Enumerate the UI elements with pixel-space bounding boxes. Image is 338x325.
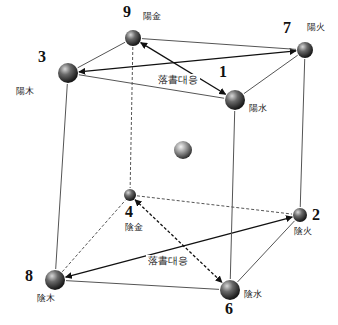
cube-edge [78, 42, 125, 68]
cube-edge [56, 84, 68, 269]
callout-number: 4 [125, 204, 133, 220]
cube-edge [79, 75, 224, 98]
corner-ball: 7陽火 [297, 42, 313, 58]
cube-edge [137, 196, 292, 214]
element-label: 陰火 [294, 227, 312, 237]
corner-ball: 2陰火 [293, 208, 307, 222]
corner-ball: 8陰木 [45, 270, 65, 290]
corner-ball: 6陰水 [220, 280, 240, 300]
callout-number: 2 [312, 207, 320, 223]
element-label: 陰木 [37, 294, 55, 304]
correspondence-arrow [79, 51, 296, 72]
corner-ball: 9陽金 [125, 30, 141, 46]
corner-ball: 4陰金 [124, 189, 136, 201]
cube-edge [238, 221, 295, 282]
correspondence-arrow [135, 200, 222, 283]
cube-edge [300, 59, 304, 207]
callout-number: 9 [123, 4, 131, 20]
face-note: 落書대응 [146, 255, 190, 266]
element-label: 陽水 [249, 104, 267, 114]
cube-edge [130, 47, 133, 188]
element-label: 陽木 [16, 87, 34, 97]
cube-edge [66, 281, 219, 290]
element-label: 陽金 [143, 12, 161, 22]
callout-number: 6 [225, 301, 233, 317]
correspondence-arrow [66, 217, 293, 277]
cube-edge [142, 39, 296, 50]
callout-number: 7 [283, 20, 291, 36]
callout-number: 1 [219, 64, 227, 80]
element-label: 陰金 [125, 223, 143, 233]
center-ball [174, 141, 192, 159]
element-label: 陽火 [307, 23, 325, 33]
face-note: 落書대응 [156, 74, 200, 85]
callout-number: 8 [25, 268, 33, 284]
cube-edge [62, 200, 125, 272]
corner-ball: 3陽木 [58, 63, 78, 83]
cube-edge [230, 111, 234, 279]
cube-edge [244, 55, 298, 93]
corner-ball: 1陽水 [225, 90, 245, 110]
element-label: 陰水 [244, 290, 262, 300]
callout-number: 3 [38, 49, 46, 65]
